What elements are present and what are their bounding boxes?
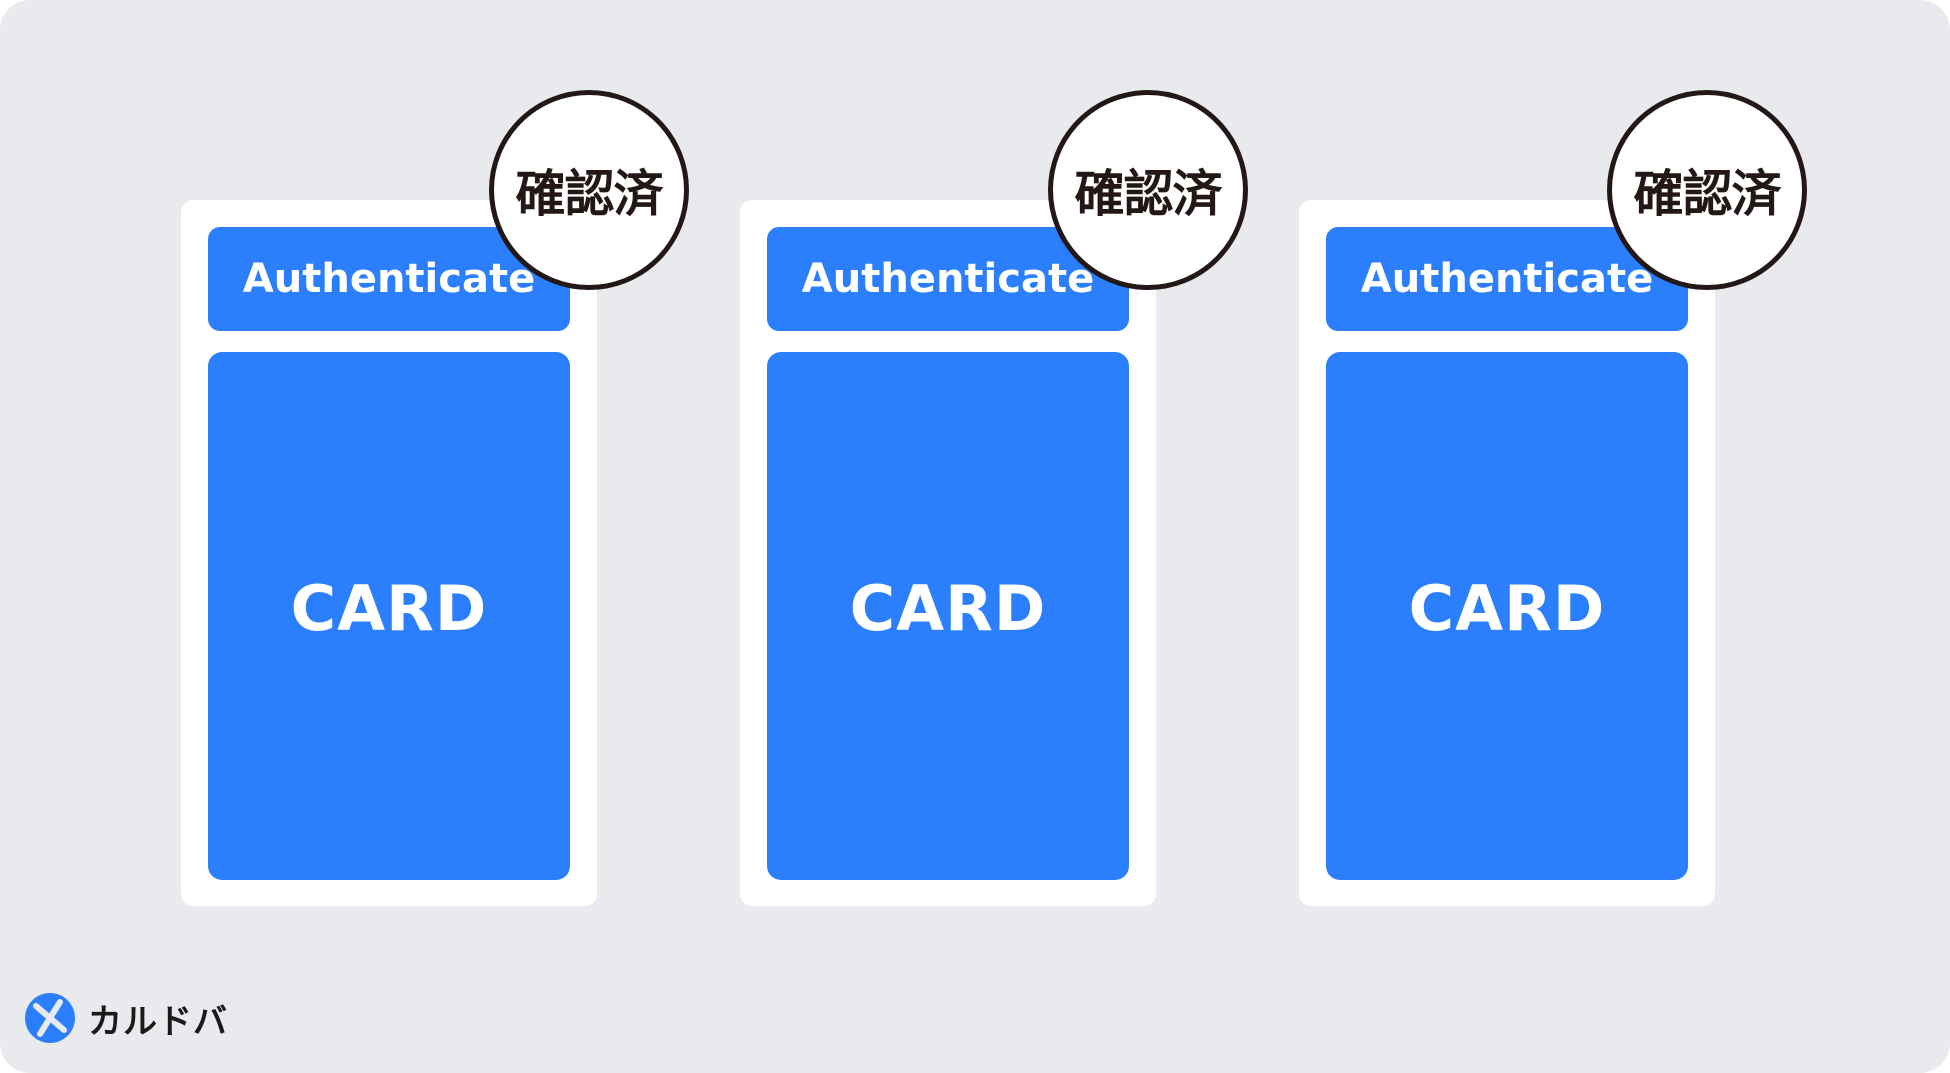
card-label: CARD [290, 572, 488, 645]
verified-badge-2: 確認済 [1048, 90, 1248, 290]
authenticate-bar: Authenticate [767, 227, 1129, 331]
brand-logo: カルドバ [24, 990, 228, 1046]
card-body: CARD [1326, 352, 1688, 880]
verified-badge-label: 確認済 [515, 165, 664, 223]
verified-badge-label: 確認済 [1633, 165, 1782, 223]
card-body: CARD [208, 352, 570, 880]
karudoba-logo-icon [25, 993, 75, 1043]
card-frame-2: Authenticate CARD [740, 200, 1156, 906]
card-frame-3: Authenticate CARD [1299, 200, 1715, 906]
card-body: CARD [767, 352, 1129, 880]
authenticate-label: Authenticate [1360, 256, 1654, 302]
authenticate-label: Authenticate [242, 256, 536, 302]
card-frame-1: Authenticate CARD [181, 200, 597, 906]
card-label: CARD [849, 572, 1047, 645]
verified-badge-label: 確認済 [1074, 165, 1223, 223]
card-label: CARD [1408, 572, 1606, 645]
logo-text: カルドバ [88, 1001, 228, 1042]
authenticate-bar: Authenticate [1326, 227, 1688, 331]
verified-badge-3: 確認済 [1607, 90, 1807, 290]
verified-badge-1: 確認済 [489, 90, 689, 290]
authenticate-label: Authenticate [801, 256, 1095, 302]
